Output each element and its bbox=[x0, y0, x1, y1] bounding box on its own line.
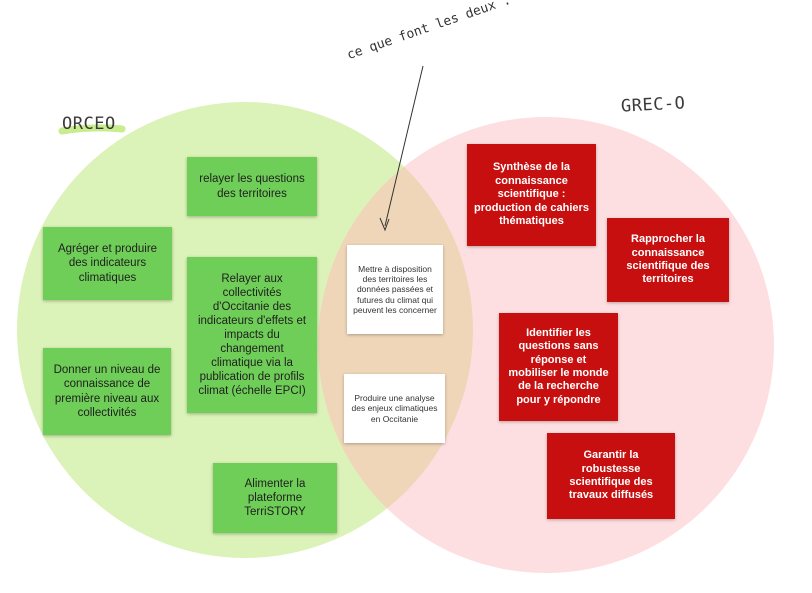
annotation-arrow-line bbox=[384, 65, 424, 227]
orceo-label: ORCEO bbox=[62, 114, 116, 134]
greco-note-robustesse[interactable]: Garantir la robustesse scientifique des … bbox=[547, 433, 675, 519]
greco-note-rapprocher[interactable]: Rapprocher la connaissance scientifique … bbox=[607, 218, 729, 302]
orceo-note-relayer-questions[interactable]: relayer les questions des territoires bbox=[187, 157, 317, 216]
orceo-note-niveau-connaissance[interactable]: Donner un niveau de connaissance de prem… bbox=[43, 348, 171, 435]
greco-note-synthese[interactable]: Synthèse de la connaissance scientifique… bbox=[467, 144, 596, 246]
orceo-note-terristory[interactable]: Alimenter la plateforme TerriSTORY bbox=[213, 463, 337, 533]
orceo-note-profils-climat[interactable]: Relayer aux collectivités d'Occitanie de… bbox=[187, 257, 317, 413]
greco-label: GREC-O bbox=[620, 93, 686, 117]
annotation-arrow-head bbox=[379, 217, 390, 232]
overlap-area bbox=[318, 117, 473, 558]
shared-note-donnees-climat[interactable]: Mettre à disposition des territoires les… bbox=[347, 245, 443, 334]
greco-note-questions-sans-reponse[interactable]: Identifier les questions sans réponse et… bbox=[499, 313, 618, 421]
orceo-label-highlight bbox=[58, 124, 126, 135]
orceo-note-indicateurs[interactable]: Agréger et produire des indicateurs clim… bbox=[43, 227, 172, 300]
shared-note-enjeux-climatiques[interactable]: Produire une analyse des enjeux climatiq… bbox=[344, 374, 445, 443]
